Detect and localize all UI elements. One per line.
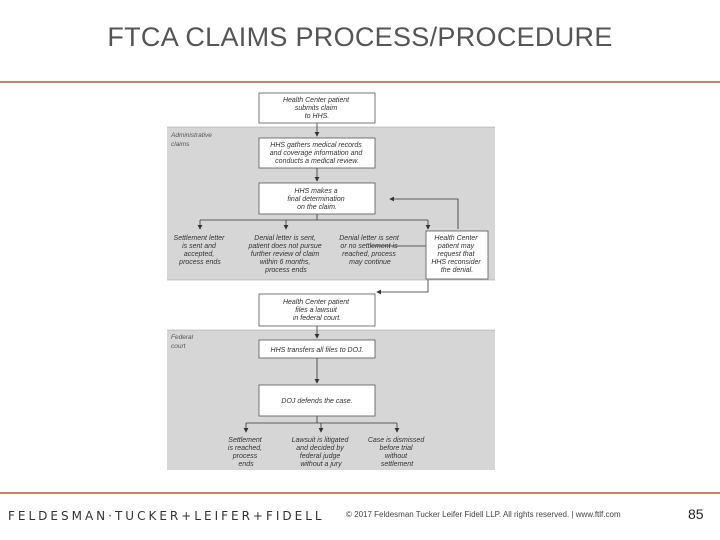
node-doj-defends: DOJ defends the case. [281, 398, 352, 405]
page-number: 85 [688, 506, 704, 522]
footer-divider [0, 492, 720, 494]
node-gather: HHS gathers medical records and coverage… [270, 142, 365, 165]
node-box-lawsuit [258, 293, 376, 327]
node-denial-continue: Denial letter is sent or no settlement i… [339, 235, 400, 266]
node-box-determine [258, 182, 376, 215]
node-reconsider: Health Center patient may request that H… [431, 235, 482, 274]
node-settle: Settlement letter is sent and accepted, … [174, 235, 227, 266]
node-box-doj-defends [258, 384, 376, 417]
node-determine: HHS makes a final determination on the c… [287, 188, 346, 211]
node-doj-transfer: HHS transfers all files to DOJ. [271, 347, 364, 354]
node-litigated: Lawsuit is litigated and decided by fede… [292, 437, 351, 468]
section-label-admin: Administrative claims [170, 132, 214, 148]
node-box-submit [258, 92, 376, 124]
slide-title: FTCA CLAIMS PROCESS/PROCEDURE [107, 22, 613, 52]
firm-logo: FELDESMAN·TUCKER+LEIFER+FIDELL [8, 509, 325, 523]
node-box-doj-transfer [258, 339, 376, 359]
node-submit: Health Center patient submits claim to H… [283, 97, 351, 120]
copyright-text: © 2017 Feldesman Tucker Leifer Fidell LL… [346, 510, 621, 519]
title-divider [0, 81, 720, 83]
node-lawsuit: Health Center patient files a lawsuit in… [283, 299, 351, 322]
node-denial-ends: Denial letter is sent, patient does not … [247, 235, 323, 274]
section-label-federal: Federal court [171, 334, 195, 350]
node-box-reconsider [425, 230, 489, 280]
node-dismissed: Case is dismissed before trial without s… [368, 437, 426, 468]
node-box-gather [258, 137, 376, 169]
node-court-settle: Settlement is reached, process ends [228, 437, 264, 468]
